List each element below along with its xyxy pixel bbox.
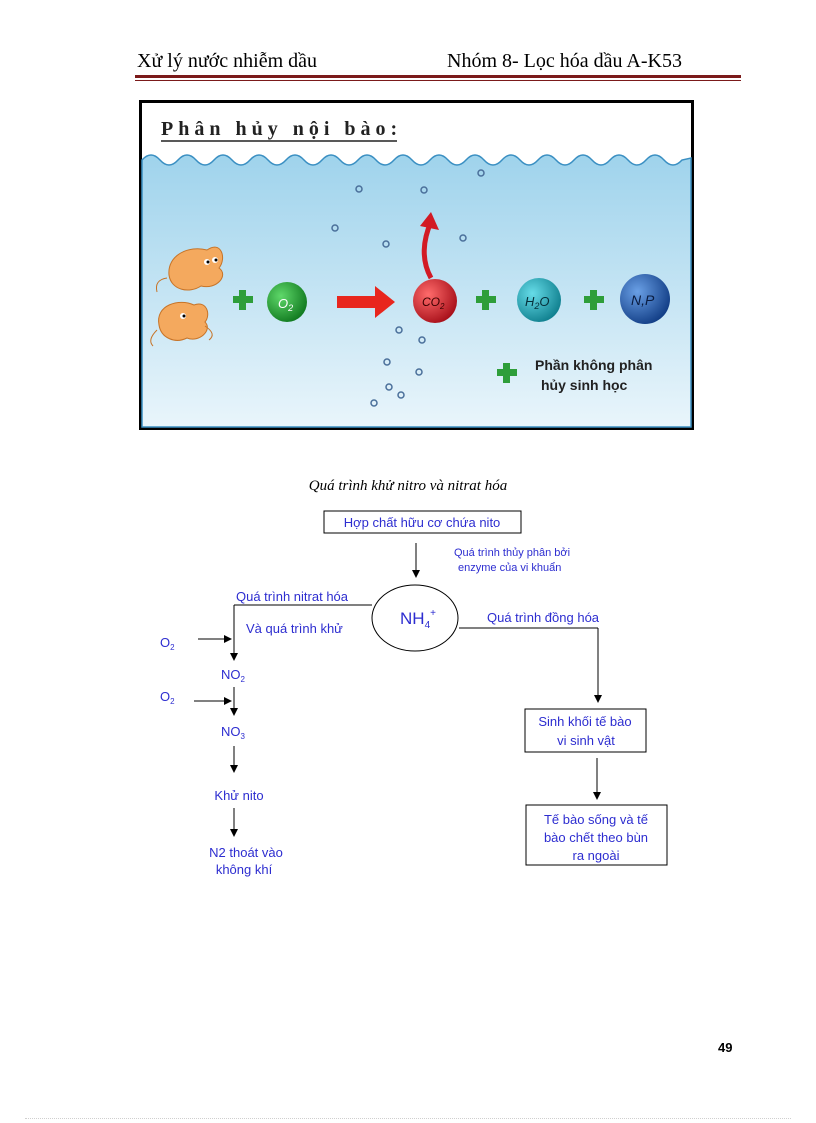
o2-label: O — [278, 296, 288, 311]
denitrification-label: Khử nito — [214, 788, 263, 803]
svg-text:H2O: H2O — [525, 294, 550, 311]
assimilation-label: Quá trình đồng hóa — [487, 610, 600, 625]
h2o-ball — [517, 278, 561, 322]
h2o-h: H — [525, 294, 535, 309]
n2-release-line2: không khí — [216, 862, 273, 877]
non-biodegradable-line2: hủy sinh học — [541, 377, 628, 393]
nh4-label: NH — [400, 609, 425, 628]
plus-icon — [584, 290, 604, 310]
reduction-label: Và quá trình khử — [246, 621, 343, 636]
o2-input-a: O — [160, 635, 170, 650]
o2-input-a-sub: 2 — [170, 643, 175, 652]
decomposition-figure: Phân hủy nội bào: O2 CO2 H2O N,P — [139, 100, 694, 430]
svg-text:NO3: NO3 — [221, 724, 246, 741]
biomass-line2: vi sinh vật — [557, 733, 615, 748]
sludge-box — [525, 804, 668, 866]
svg-text:O2: O2 — [278, 296, 293, 313]
page-number: 49 — [718, 1040, 733, 1055]
svg-text:NO2: NO2 — [221, 667, 246, 684]
plus-icon — [233, 290, 253, 310]
no3-label: NO — [221, 724, 241, 739]
o2-input-b: O — [160, 689, 170, 704]
nh4-subscript: 4 — [425, 620, 431, 631]
svg-text:O2: O2 — [160, 635, 175, 652]
hydrolysis-label-1: Quá trình thủy phân bởi — [454, 547, 570, 559]
o2-input-b-sub: 2 — [170, 697, 175, 706]
np-ball — [620, 274, 670, 324]
figure-caption: Quá trình khử nitro và nitrat hóa — [308, 478, 508, 494]
nh4-superscript: + — [430, 608, 436, 619]
non-biodegradable-line1: Phần không phân — [535, 357, 652, 373]
header-title-right: Nhóm 8- Lọc hóa dầu A-K53 — [447, 50, 682, 72]
no2-label: NO — [221, 667, 241, 682]
header-rule-thin — [135, 80, 741, 81]
o2-ball — [267, 282, 307, 322]
page-bottom-divider — [25, 1118, 791, 1119]
organic-nitrogen-label: Hợp chất hữu cơ chứa nito — [344, 515, 501, 530]
header-rule-thick — [135, 75, 741, 78]
figure-title: Phân hủy nội bào: — [161, 118, 402, 140]
reaction-arrow-icon — [337, 286, 395, 318]
bubbles — [331, 169, 485, 407]
o2-subscript: 2 — [287, 303, 293, 313]
np-label: N,P — [631, 292, 655, 308]
sludge-line2: bào chết theo bùn — [544, 830, 648, 845]
plus-icon — [476, 290, 496, 310]
no2-subscript: 2 — [241, 675, 246, 684]
h2o-subscript: 2 — [533, 301, 539, 311]
svg-text:NH4+: NH4+ — [400, 608, 436, 631]
no3-subscript: 3 — [241, 732, 246, 741]
sludge-line3: ra ngoài — [573, 848, 620, 863]
n2-release-line1: N2 thoát vào — [209, 845, 283, 860]
co2-subscript: 2 — [439, 302, 445, 311]
svg-text:O2: O2 — [160, 689, 175, 706]
nitrification-label: Quá trình nitrat hóa — [236, 589, 349, 604]
header-title-left: Xử lý nước nhiễm dầu — [137, 50, 317, 72]
biomass-line1: Sinh khối tế bào — [538, 714, 631, 729]
organic-nitrogen-box — [323, 510, 522, 534]
co2-rise-arrowhead-icon — [420, 212, 439, 230]
bacteria-icon — [150, 246, 224, 347]
co2-label: CO — [422, 295, 440, 309]
sludge-line1: Tế bào sống và tế — [544, 812, 649, 827]
biomass-box — [524, 708, 647, 753]
plus-icon — [497, 363, 517, 383]
nh4-node — [371, 584, 459, 652]
svg-text:CO2: CO2 — [422, 295, 445, 311]
h2o-o: O — [539, 294, 549, 309]
nitrogen-flow-diagram: Hợp chất hữu cơ chứa nito Quá trình thủy… — [160, 510, 668, 877]
co2-ball — [413, 279, 457, 323]
hydrolysis-label-2: enzyme của vi khuẩn — [458, 562, 561, 574]
